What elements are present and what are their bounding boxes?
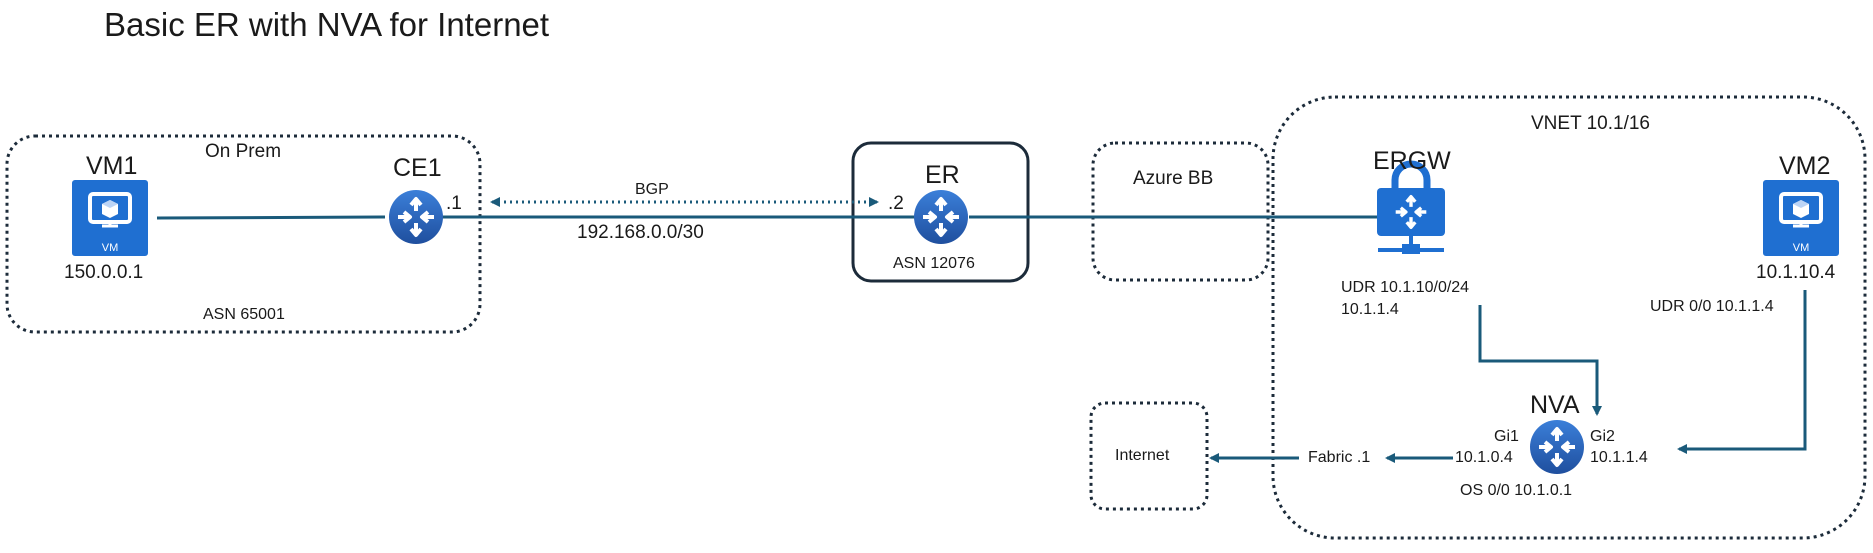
vm2-name: VM2 [1779, 152, 1831, 180]
ergw-name: ERGW [1373, 147, 1451, 175]
ce1-name: CE1 [393, 154, 442, 182]
nva-router-icon[interactable] [1530, 420, 1584, 474]
page-title: Basic ER with NVA for Internet [104, 6, 550, 43]
ce1-port-label: .1 [446, 193, 462, 214]
nva-os-route: OS 0/0 10.1.0.1 [1460, 482, 1573, 499]
nva-gi1-label: Gi1 [1494, 428, 1519, 445]
ce1-router-icon[interactable] [389, 190, 443, 244]
vm1-name: VM1 [86, 152, 138, 180]
fabric-label: Fabric .1 [1308, 449, 1371, 466]
er-port-label: .2 [888, 193, 904, 214]
vm1-ip: 150.0.0.1 [64, 262, 144, 283]
ergw-udr-arrow [1478, 305, 1602, 416]
vnet-boundary [1271, 95, 1867, 540]
ergw-udr-line2: 10.1.1.4 [1341, 301, 1399, 318]
nva-gi2-ip: 10.1.1.4 [1590, 449, 1648, 466]
azure-bb-boundary [1091, 141, 1270, 282]
on-prem-asn: ASN 65001 [203, 306, 285, 323]
vm1-to-ce1-link [156, 215, 386, 220]
er-asn: ASN 12076 [893, 255, 975, 272]
ergw-udr-line1: UDR 10.1.10/0/24 [1341, 279, 1470, 296]
er-router-icon[interactable] [914, 190, 968, 244]
link-subnet-label: 192.168.0.0/30 [577, 222, 704, 243]
vm2-ip: 10.1.10.4 [1756, 262, 1836, 283]
vm2-badge: VM [1793, 242, 1810, 254]
er-box[interactable] [851, 141, 1030, 283]
vnet-label: VNET 10.1/16 [1531, 113, 1651, 134]
internet-label: Internet [1115, 447, 1170, 464]
nva-gi2-label: Gi2 [1590, 428, 1615, 445]
azure-bb-label: Azure BB [1133, 168, 1214, 189]
vm2-udr-arrow [1677, 290, 1807, 454]
nva-name: NVA [1530, 391, 1580, 419]
vm1-badge: VM [102, 242, 119, 254]
er-name: ER [925, 161, 960, 189]
internet-boundary [1089, 401, 1209, 511]
bgp-label: BGP [635, 181, 669, 198]
vm2-udr: UDR 0/0 10.1.1.4 [1650, 298, 1774, 315]
nva-gi1-ip: 10.1.0.4 [1455, 449, 1513, 466]
ergw-gateway-icon[interactable] [1377, 160, 1445, 254]
on-prem-label: On Prem [205, 141, 282, 162]
